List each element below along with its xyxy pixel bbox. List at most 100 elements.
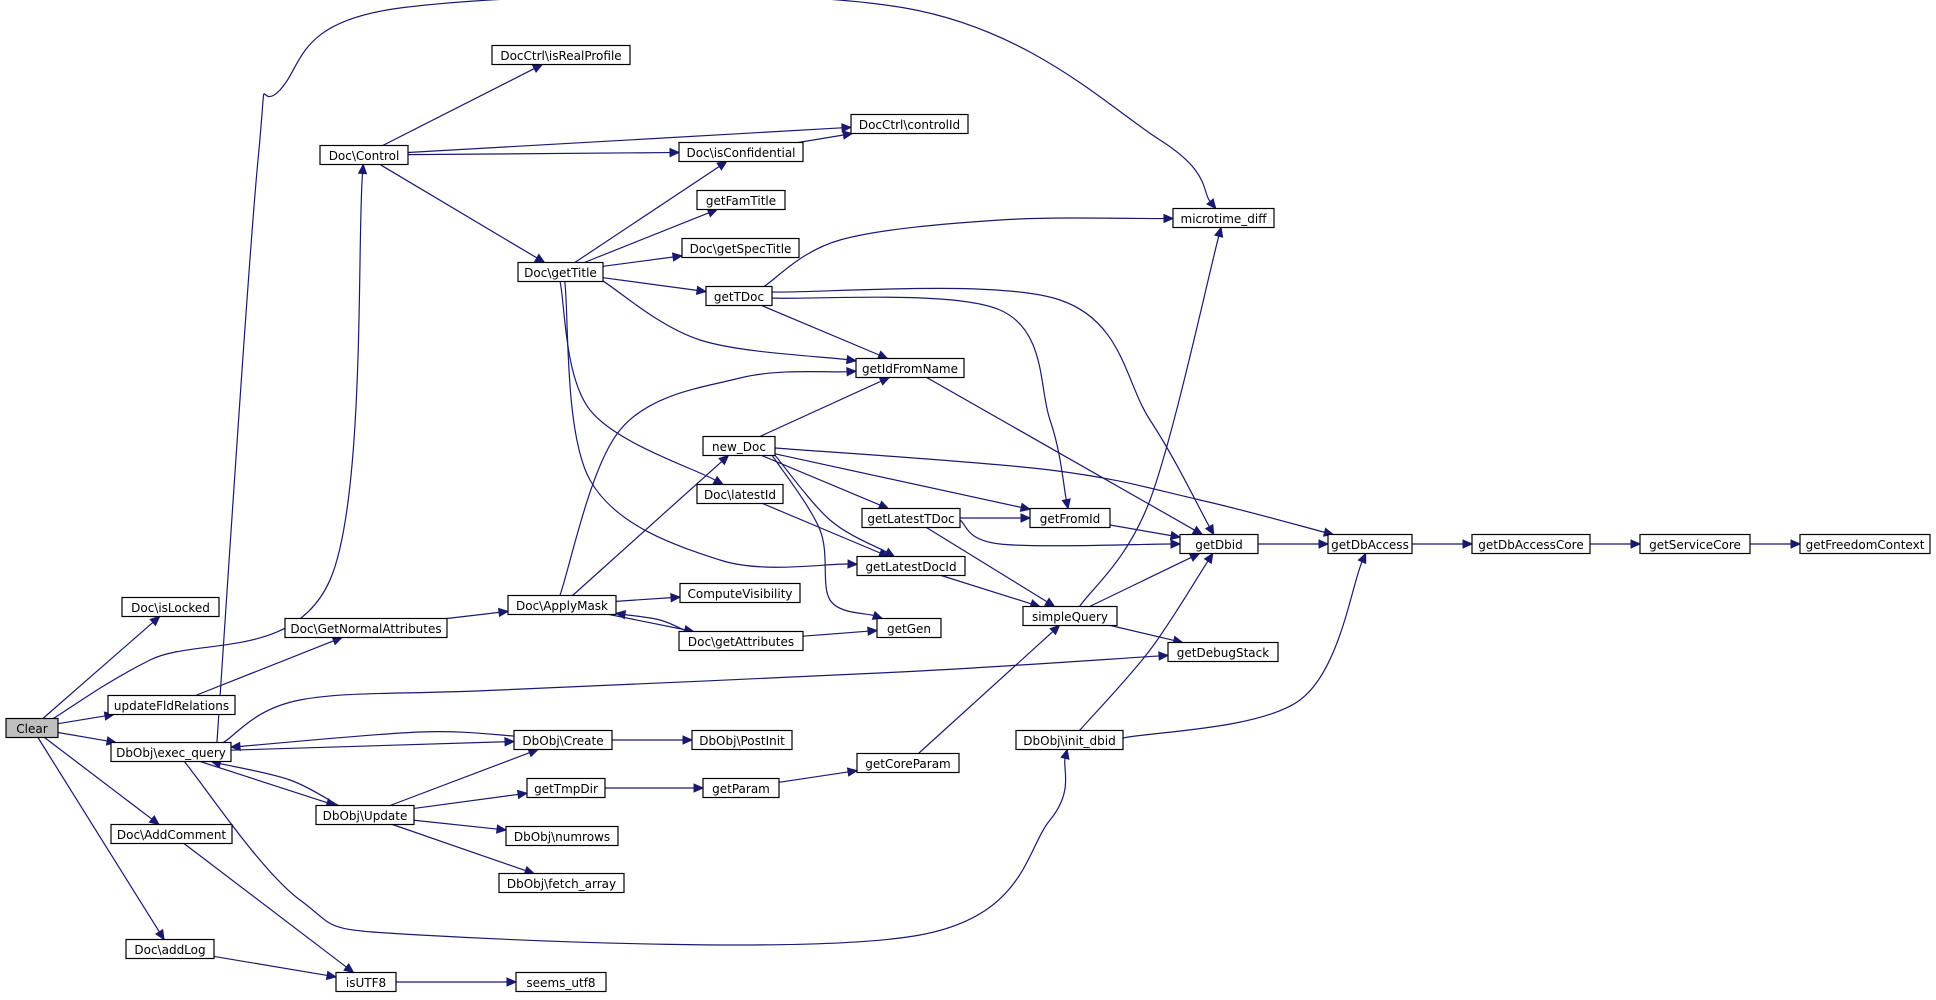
node-dbobj_exec_query[interactable]: DbObj\exec_query bbox=[110, 741, 232, 763]
edge-gettdoc-to-getfromid bbox=[771, 296, 1067, 500]
arrowhead-doc_gettitle-to-doc_getspectitle bbox=[671, 252, 684, 262]
node-getdbid[interactable]: getDbid bbox=[1179, 533, 1259, 555]
node-doc_addcomment[interactable]: Doc\AddComment bbox=[110, 823, 233, 845]
node-getcoreparam[interactable]: getCoreParam bbox=[856, 752, 960, 774]
node-getlatestdocid[interactable]: getLatestDocId bbox=[856, 555, 966, 577]
edge-simplequery-to-getdbid bbox=[1089, 556, 1192, 608]
edge-doc_getnormalattributes-to-doc_applymask bbox=[446, 611, 500, 620]
node-new_doc[interactable]: new_Doc bbox=[702, 435, 776, 457]
arrowhead-gettmpdir-to-getparam bbox=[693, 783, 705, 793]
edge-dbobj_update-to-dbobj_create bbox=[389, 752, 530, 807]
node-computevisibility[interactable]: ComputeVisibility bbox=[679, 582, 801, 604]
node-label: seems_utf8 bbox=[526, 976, 595, 990]
node-getdbaccess[interactable]: getDbAccess bbox=[1327, 533, 1413, 555]
edge-getidfromname-to-getdbid bbox=[926, 376, 1195, 531]
arrowhead-clear-to-doc_addlog bbox=[154, 928, 165, 941]
node-updatefldrelations[interactable]: updateFldRelations bbox=[107, 694, 236, 716]
node-doc_gettitle[interactable]: Doc\getTitle bbox=[517, 261, 604, 283]
node-getfamtitle[interactable]: getFamTitle bbox=[696, 189, 786, 211]
node-clear[interactable]: Clear bbox=[5, 717, 59, 739]
node-label: isUTF8 bbox=[346, 976, 386, 990]
node-box bbox=[856, 752, 960, 774]
arrowhead-doc_getattributes-to-doc_applymask bbox=[614, 609, 627, 620]
node-simplequery[interactable]: simpleQuery bbox=[1022, 605, 1118, 627]
node-doc_applymask[interactable]: Doc\ApplyMask bbox=[507, 594, 617, 616]
node-box bbox=[705, 285, 773, 307]
node-getservicecore[interactable]: getServiceCore bbox=[1639, 533, 1751, 555]
node-label: microtime_diff bbox=[1181, 212, 1268, 226]
node-box bbox=[681, 237, 800, 259]
node-box bbox=[1799, 533, 1931, 555]
node-dbobj_create[interactable]: DbObj\Create bbox=[513, 729, 613, 751]
arrowhead-new_doc-to-getlatesttdoc bbox=[877, 500, 890, 510]
node-box bbox=[513, 729, 613, 751]
node-doc_control[interactable]: Doc\Control bbox=[319, 144, 409, 166]
arrowhead-doc_control-to-docctrl_controlid bbox=[841, 123, 853, 133]
node-box bbox=[1179, 533, 1259, 555]
node-getlatesttdoc[interactable]: getLatestTDoc bbox=[861, 507, 961, 529]
node-doc_addlog[interactable]: Doc\addLog bbox=[125, 938, 215, 960]
node-label: Doc\isConfidential bbox=[686, 146, 795, 160]
arrowhead-gettdoc-to-getfromid bbox=[1061, 498, 1071, 510]
node-doc_latestid[interactable]: Doc\latestId bbox=[696, 483, 784, 505]
node-gettdoc[interactable]: getTDoc bbox=[705, 285, 773, 307]
node-label: DbObj\Create bbox=[522, 734, 603, 748]
node-docctrl_controlid[interactable]: DocCtrl\controlId bbox=[850, 113, 969, 135]
node-label: DbObj\init_dbid bbox=[1023, 734, 1115, 748]
node-box bbox=[110, 741, 232, 763]
arrowhead-doc_control-to-doc_isconfidential bbox=[669, 147, 681, 158]
arrowhead-dbobj_exec_query-to-getdebugstack bbox=[1158, 651, 1170, 661]
node-label: DbObj\exec_query bbox=[116, 746, 226, 760]
node-label: getTDoc bbox=[714, 290, 764, 304]
node-dbobj_fetch_array[interactable]: DbObj\fetch_array bbox=[498, 872, 625, 894]
node-docctrl_isrealprofile[interactable]: DocCtrl\isRealProfile bbox=[491, 44, 631, 66]
node-label: DocCtrl\controlId bbox=[859, 118, 960, 132]
node-dbobj_postinit[interactable]: DbObj\PostInit bbox=[691, 729, 793, 751]
node-label: Doc\isLocked bbox=[131, 601, 210, 615]
node-gettmpdir[interactable]: getTmpDir bbox=[526, 777, 606, 799]
node-box bbox=[107, 694, 236, 716]
node-box bbox=[315, 804, 415, 826]
node-box bbox=[498, 872, 625, 894]
node-getfreedomcontext[interactable]: getFreedomContext bbox=[1799, 533, 1931, 555]
edge-gettdoc-to-getdbid bbox=[771, 287, 1210, 527]
node-isutf8[interactable]: isUTF8 bbox=[335, 971, 397, 993]
edge-dbobj_exec_query-to-microtime_diff bbox=[216, 0, 1211, 743]
node-box bbox=[1022, 605, 1118, 627]
edge-doc_control-to-doc_isconfidential bbox=[407, 151, 671, 156]
arrowhead-simplequery-to-microtime_diff bbox=[1214, 226, 1224, 238]
node-getdbaccesscore[interactable]: getDbAccessCore bbox=[1471, 533, 1591, 555]
node-microtime_diff[interactable]: microtime_diff bbox=[1172, 207, 1275, 229]
edge-new_doc-to-getfromid bbox=[774, 453, 1022, 508]
node-label: getGen bbox=[887, 622, 931, 636]
node-dbobj_update[interactable]: DbObj\Update bbox=[315, 804, 415, 826]
edge-clear-to-updatefldrelations bbox=[57, 715, 106, 725]
node-dbobj_init_dbid[interactable]: DbObj\init_dbid bbox=[1015, 729, 1124, 751]
node-box bbox=[526, 777, 606, 799]
arrowhead-clear-to-doc_addcomment bbox=[148, 814, 160, 826]
node-label: DocCtrl\isRealProfile bbox=[500, 49, 621, 63]
node-label: getCoreParam bbox=[865, 757, 951, 771]
node-doc_getattributes[interactable]: Doc\getAttributes bbox=[678, 630, 804, 652]
node-getidfromname[interactable]: getIdFromName bbox=[855, 357, 965, 379]
node-getfromid[interactable]: getFromId bbox=[1029, 507, 1111, 529]
node-label: updateFldRelations bbox=[114, 699, 229, 713]
node-doc_getnormalattributes[interactable]: Doc\GetNormalAttributes bbox=[284, 617, 448, 639]
node-seems_utf8[interactable]: seems_utf8 bbox=[515, 971, 607, 993]
node-box bbox=[5, 717, 59, 739]
node-box bbox=[691, 729, 793, 751]
arrowhead-dbobj_init_dbid-to-getdbaccess bbox=[1357, 552, 1367, 565]
node-box bbox=[1015, 729, 1124, 751]
node-doc_getspectitle[interactable]: Doc\getSpecTitle bbox=[681, 237, 800, 259]
arrowhead-doc_addlog-to-isutf8 bbox=[325, 970, 338, 981]
node-dbobj_numrows[interactable]: DbObj\numrows bbox=[505, 825, 619, 847]
arrowhead-new_doc-to-getfromid bbox=[1019, 502, 1032, 512]
node-getparam[interactable]: getParam bbox=[702, 777, 780, 799]
node-doc_isconfidential[interactable]: Doc\isConfidential bbox=[678, 141, 804, 163]
node-doc_islocked[interactable]: Doc\isLocked bbox=[121, 596, 220, 618]
node-getgen[interactable]: getGen bbox=[876, 617, 942, 639]
node-getdebugstack[interactable]: getDebugStack bbox=[1167, 641, 1279, 663]
node-label: getFreedomContext bbox=[1806, 538, 1925, 552]
node-label: DbObj\PostInit bbox=[699, 734, 785, 748]
